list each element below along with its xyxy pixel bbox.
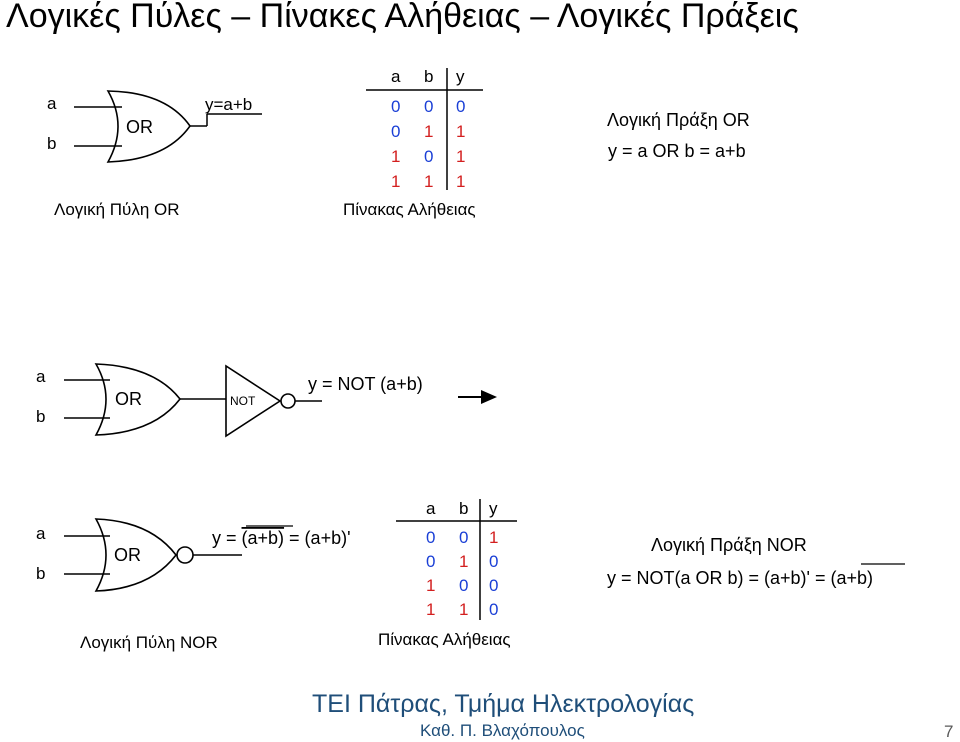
truth-table-cell: 1 bbox=[391, 172, 400, 191]
truth-table-cell: 1 bbox=[456, 172, 465, 191]
truth-table-cell: 0 bbox=[426, 552, 435, 571]
nor-operation-title: Λογική Πράξη NOR bbox=[651, 535, 807, 555]
nor-table-header-b: b bbox=[459, 499, 468, 518]
or-gate-symbol bbox=[106, 90, 191, 163]
nor-input-b-label: b bbox=[36, 564, 45, 583]
or-table-body: 0 0 0 0 1 1 1 0 1 1 1 1 bbox=[391, 97, 465, 191]
nor-table-header-a: a bbox=[426, 499, 436, 518]
truth-table-cell: 0 bbox=[459, 528, 468, 547]
or-table-header-y: y bbox=[456, 67, 465, 86]
nor-gate-label: OR bbox=[114, 545, 141, 565]
page-number: 7 bbox=[944, 722, 954, 741]
truth-table-cell: 1 bbox=[424, 122, 433, 141]
nor-truth-table: a b y 0 0 1 0 1 0 1 0 0 1 1 0 Πίνακας Αλήθειας bbox=[378, 499, 517, 649]
truth-table-cell: 1 bbox=[489, 528, 498, 547]
nor-gate-symbol bbox=[94, 518, 178, 592]
truth-table-cell: 0 bbox=[489, 552, 498, 571]
truth-table-cell: 0 bbox=[426, 528, 435, 547]
nor-bubble bbox=[176, 546, 194, 564]
nor-output-overlined: (a+b) bbox=[242, 528, 285, 548]
or-output-expression: y=a+b bbox=[205, 95, 252, 114]
truth-table-cell: 1 bbox=[459, 600, 468, 619]
or-operation-expression: y = a OR b = a+b bbox=[608, 141, 746, 161]
truth-table-cell: 1 bbox=[424, 172, 433, 191]
nor-op-overlined: (a+b) bbox=[831, 568, 874, 588]
truth-table-cell: 0 bbox=[489, 600, 498, 619]
nor-operation-expression: y = NOT(a OR b) = (a+b)' = (a+b) bbox=[607, 568, 873, 588]
or-table-header-b: b bbox=[424, 67, 433, 86]
or-truth-table: a b y 0 0 0 0 1 1 1 0 1 1 1 1 Πίνακας Αλήθειας bbox=[343, 67, 483, 219]
nor-gate-caption: Λογική Πύλη NOR bbox=[80, 633, 218, 652]
or-gate-label: OR bbox=[126, 117, 153, 137]
not-bubble bbox=[280, 393, 296, 409]
truth-table-cell: 0 bbox=[459, 576, 468, 595]
not-gate-symbol bbox=[225, 364, 282, 438]
truth-table-cell: 0 bbox=[391, 97, 400, 116]
or-input-b-label: b bbox=[47, 134, 56, 153]
truth-table-cell: 0 bbox=[456, 97, 465, 116]
truth-table-cell: 1 bbox=[426, 600, 435, 619]
or-table-caption: Πίνακας Αλήθειας bbox=[343, 200, 476, 219]
not-gate-label: NOT bbox=[230, 394, 256, 408]
footer-author: Καθ. Π. Βλαχόπουλος bbox=[420, 721, 585, 740]
truth-table-cell: 1 bbox=[456, 147, 465, 166]
page-title: Λογικές Πύλες – Πίνακες Αλήθειας – Λογικ… bbox=[6, 0, 799, 35]
chain-or-gate-symbol bbox=[94, 363, 182, 436]
nor-input-a-label: a bbox=[36, 524, 46, 543]
truth-table-cell: 0 bbox=[424, 97, 433, 116]
chain-output-expression: y = NOT (a+b) bbox=[308, 374, 423, 394]
or-gate-diagram: a b OR y=a+b Λογική Πύλη OR bbox=[47, 90, 262, 219]
nor-output-expression: y = (a+b) = (a+b)' bbox=[212, 528, 351, 548]
chain-or-gate-label: OR bbox=[115, 389, 142, 409]
or-not-chain-diagram: a b OR NOT y = NOT (a+b) bbox=[36, 363, 497, 438]
nor-table-body: 0 0 1 0 1 0 1 0 0 1 1 0 bbox=[426, 528, 498, 619]
truth-table-cell: 1 bbox=[459, 552, 468, 571]
or-operation-title: Λογική Πράξη OR bbox=[607, 110, 750, 130]
truth-table-cell: 1 bbox=[391, 147, 400, 166]
truth-table-cell: 0 bbox=[489, 576, 498, 595]
or-input-a-label: a bbox=[47, 94, 57, 113]
truth-table-cell: 1 bbox=[426, 576, 435, 595]
arrow-head bbox=[481, 390, 497, 404]
or-table-header-a: a bbox=[391, 67, 401, 86]
footer-institution: ΤΕΙ Πάτρας, Τμήμα Ηλεκτρολογίας bbox=[312, 690, 695, 718]
nor-table-caption: Πίνακας Αλήθειας bbox=[378, 630, 511, 649]
truth-table-cell: 0 bbox=[391, 122, 400, 141]
nor-gate-diagram: a b OR y = (a+b) = (a+b)' Λογική Πύλη NO… bbox=[36, 518, 351, 652]
nor-table-header-y: y bbox=[489, 499, 498, 518]
chain-input-a-label: a bbox=[36, 367, 46, 386]
truth-table-cell: 1 bbox=[456, 122, 465, 141]
or-gate-caption: Λογική Πύλη OR bbox=[54, 200, 180, 219]
truth-table-cell: 0 bbox=[424, 147, 433, 166]
chain-input-b-label: b bbox=[36, 407, 45, 426]
